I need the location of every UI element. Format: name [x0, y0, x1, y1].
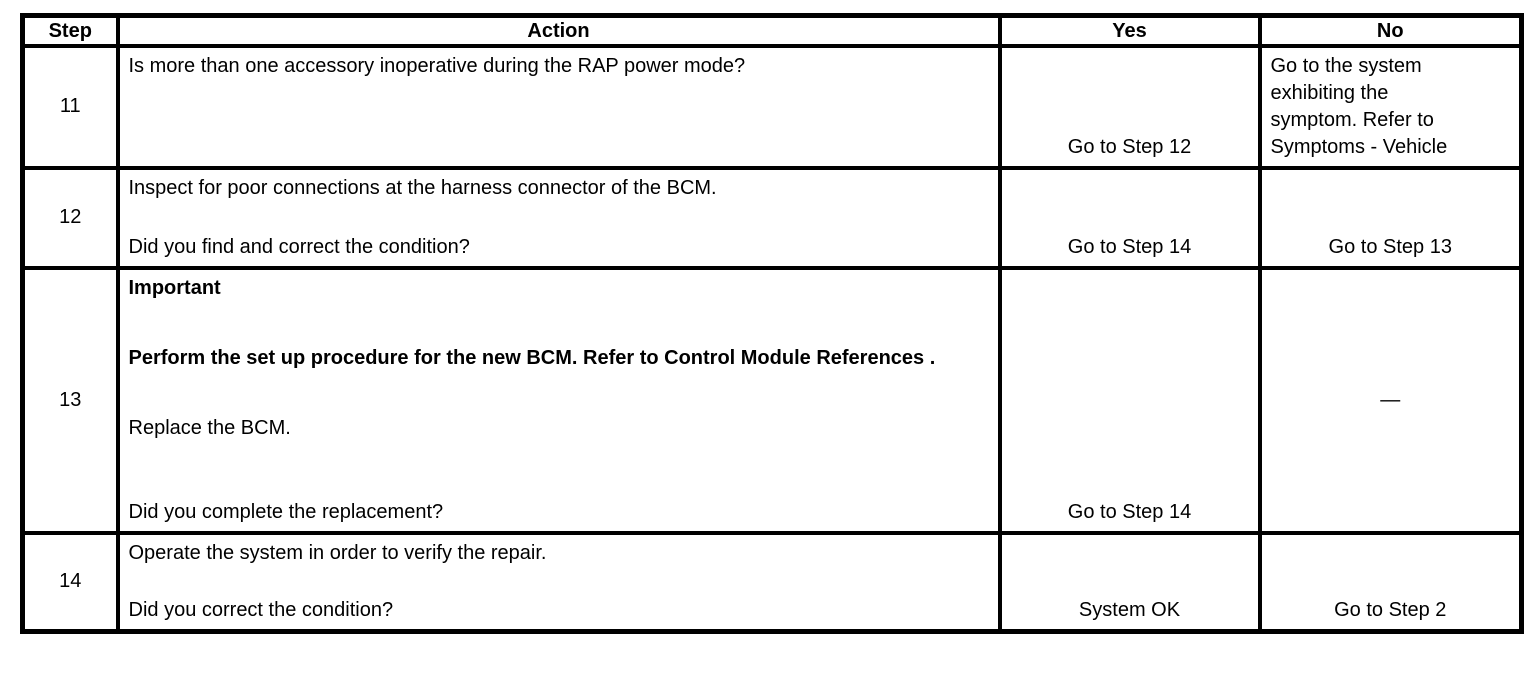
yes-text: Go to Step 14 [1067, 235, 1192, 258]
yes-text: Go to Step 12 [1067, 135, 1192, 158]
no-text-line: Symptoms - Vehicle [1270, 135, 1448, 158]
action-cell: Inspect for poor connections at the harn… [115, 165, 1002, 270]
table-row-step-12: 12 Inspect for poor connections at the h… [20, 165, 1524, 270]
yes-text: Go to Step 14 [1067, 500, 1192, 523]
no-text-line: Go to the system [1270, 54, 1422, 77]
step-number: 13 [20, 265, 120, 535]
step-number: 11 [20, 43, 120, 170]
step-number: 12 [20, 165, 120, 270]
no-text-line: exhibiting the [1270, 81, 1389, 104]
no-cell: — [1257, 265, 1524, 535]
no-cell: Go to Step 13 [1257, 165, 1524, 270]
diagnostic-table-container: Step Action Yes No 11 Is more than one a… [20, 13, 1524, 634]
no-text-line: symptom. Refer to [1270, 108, 1434, 131]
yes-text: System OK [1078, 599, 1181, 621]
no-dash: — [1380, 388, 1401, 411]
action-cell: Operate the system in order to verify th… [115, 530, 1002, 634]
yes-cell: Go to Step 14 [997, 165, 1262, 270]
action-text: Inspect for poor connections at the harn… [128, 176, 717, 199]
action-question: Is more than one accessory inoperative d… [128, 54, 746, 77]
column-header-action: Action [115, 13, 1002, 48]
header-row: Step Action Yes No [20, 13, 1524, 48]
important-label: Important [128, 276, 221, 299]
important-body: Perform the set up procedure for the new… [128, 346, 936, 369]
action-question: Did you find and correct the condition? [128, 235, 470, 258]
yes-cell: System OK [997, 530, 1262, 634]
no-text: Go to Step 2 [1334, 599, 1447, 621]
action-question: Did you complete the replacement? [128, 500, 444, 523]
table-row-step-13: 13 Important Perform the set up procedur… [20, 265, 1524, 535]
table-row-step-11: 11 Is more than one accessory inoperativ… [20, 43, 1524, 170]
action-question: Did you correct the condition? [128, 599, 394, 621]
no-cell: Go to the system exhibiting the symptom.… [1257, 43, 1524, 170]
action-cell: Important Perform the set up procedure f… [115, 265, 1002, 535]
step-number: 14 [20, 530, 120, 634]
no-text: Go to Step 13 [1328, 235, 1452, 258]
no-cell: Go to Step 2 [1257, 530, 1524, 634]
column-header-step: Step [20, 13, 120, 48]
action-cell: Is more than one accessory inoperative d… [115, 43, 1002, 170]
table-row-step-14: 14 Operate the system in order to verify… [20, 530, 1524, 634]
action-text: Replace the BCM. [128, 416, 291, 439]
diagnostic-table: Step Action Yes No 11 Is more than one a… [20, 13, 1524, 634]
column-header-no: No [1257, 13, 1524, 48]
yes-cell: Go to Step 12 [997, 43, 1262, 170]
action-text: Operate the system in order to verify th… [128, 541, 547, 564]
yes-cell: Go to Step 14 [997, 265, 1262, 535]
column-header-yes: Yes [997, 13, 1262, 48]
